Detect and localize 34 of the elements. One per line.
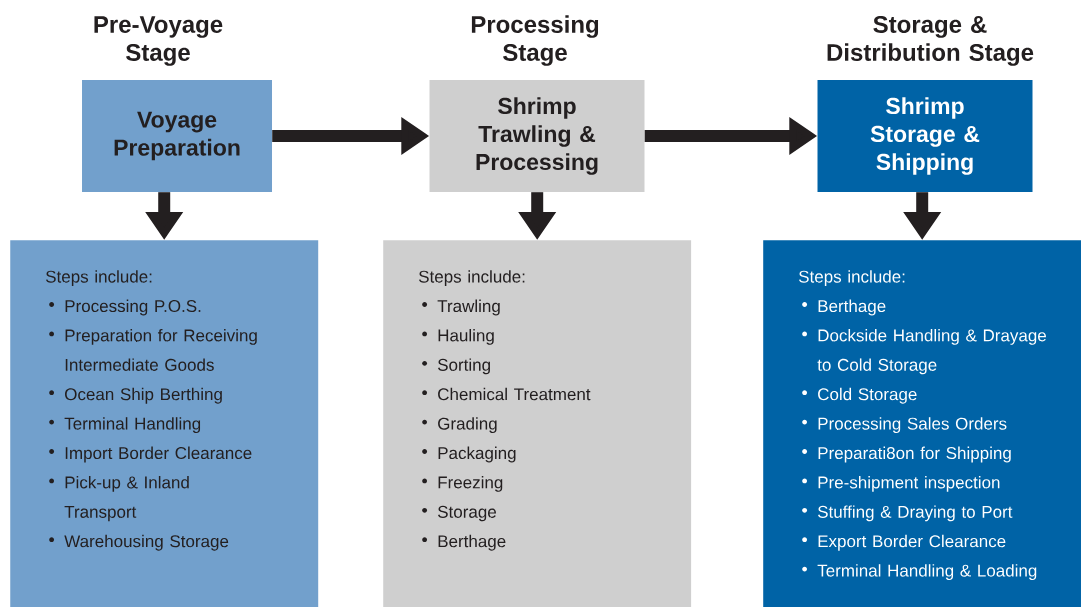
step-item: Berthage	[422, 534, 506, 551]
step-item: Trawling	[422, 299, 500, 316]
step-item: Terminal Handling & Loading	[802, 564, 1037, 581]
step-item: Grading	[422, 417, 497, 434]
steps-heading: Steps include:	[798, 270, 905, 287]
step-item: Preparati8on for Shipping	[802, 446, 1011, 463]
step-item: Pick-up & Inland Transport	[49, 476, 189, 522]
step-item: Import Border Clearance	[49, 446, 252, 463]
step-item: Terminal Handling	[49, 417, 201, 434]
step-item: Berthage	[802, 299, 886, 316]
step-item: Ocean Ship Berthing	[49, 387, 222, 404]
process-box: Voyage Preparation	[82, 80, 272, 192]
step-item: Hauling	[422, 329, 494, 345]
process-box: Shrimp Storage & Shipping	[817, 80, 1033, 192]
stage-heading: Processing Stage	[471, 15, 599, 66]
step-item: Warehousing Storage	[49, 534, 229, 551]
step-item: Sorting	[422, 358, 490, 375]
step-item: Processing P.O.S.	[49, 299, 201, 316]
step-item: Preparation for Receiving Intermediate Goods	[49, 329, 257, 371]
step-item: Packaging	[422, 446, 516, 463]
step-item: Cold Storage	[802, 387, 917, 404]
step-item: Processing Sales Orders	[802, 417, 1007, 434]
step-item: Stuffing & Draying to Port	[802, 505, 1013, 522]
step-item: Export Border Clearance	[802, 534, 1006, 551]
step-item: Freezing	[422, 476, 503, 492]
stage-heading: Pre-Voyage Stage	[94, 16, 223, 66]
step-item: Storage	[422, 505, 496, 522]
step-item: Pre-shipment inspection	[802, 476, 1000, 492]
stage-heading: Storage & Distribution Stage	[827, 15, 1034, 66]
steps-heading: Steps include:	[46, 270, 152, 287]
step-item: Chemical Treatment	[422, 387, 591, 401]
steps-heading: Steps include:	[419, 270, 525, 287]
step-item: Dockside Handling & Drayage to Cold Storage	[802, 329, 1046, 375]
process-box: Shrimp Trawling & Processing	[429, 80, 645, 192]
